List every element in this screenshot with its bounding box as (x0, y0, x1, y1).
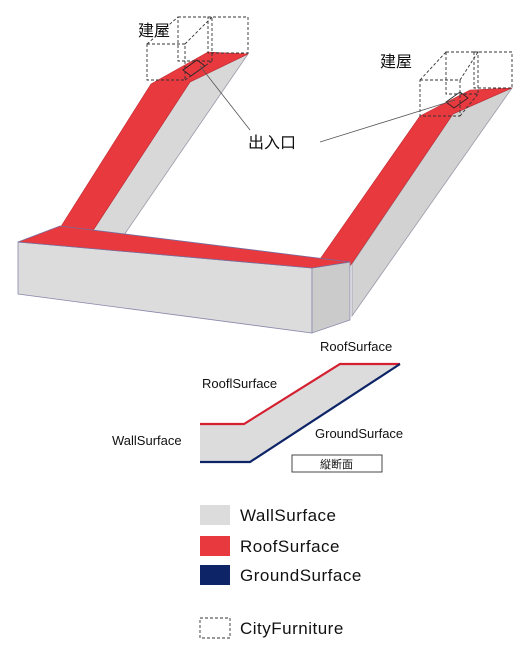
entrance-marker-right (445, 91, 469, 109)
entrance-label: 出入口 (248, 133, 296, 152)
legend-swatch-ground (200, 565, 230, 585)
legend-swatch-wall (200, 505, 230, 525)
bottom-slab-roof (17, 225, 351, 269)
section-roof-line (200, 362, 400, 426)
legend: WallSurface RoofSurface GroundSurface Ci… (199, 505, 362, 639)
section-label-roof-top: RoofSurface (320, 339, 392, 354)
legend-label-ground: GroundSurface (240, 566, 362, 585)
building-right-label: 建屋 (380, 52, 412, 71)
section-ground-line (200, 363, 401, 464)
section-wall-fill (200, 364, 400, 462)
section-diagram (200, 362, 401, 464)
leader-line-right (319, 99, 456, 143)
structure-3d (17, 16, 514, 334)
legend-label-roof: RoofSurface (240, 537, 340, 556)
section-label-roof-left: RooflSurface (202, 376, 277, 391)
entrance-marker-left (182, 59, 206, 77)
legend-swatch-roof (200, 536, 230, 556)
bottom-slab-side-wall (311, 261, 351, 334)
legend-swatch-cityfurniture (199, 617, 231, 639)
building-right-dashed-boxes (419, 51, 513, 117)
section-title-box (291, 454, 383, 473)
section-label-wall: WallSurface (112, 433, 182, 448)
building-left-label: 建屋 (138, 21, 170, 40)
leader-line-left (199, 65, 251, 131)
legend-label-wall: WallSurface (240, 506, 337, 525)
section-label-ground: GroundSurface (315, 426, 403, 441)
legend-label-cityfurniture: CityFurniture (240, 619, 344, 638)
section-title: 縦断面 (320, 457, 353, 471)
building-left-dashed-boxes (146, 16, 249, 81)
